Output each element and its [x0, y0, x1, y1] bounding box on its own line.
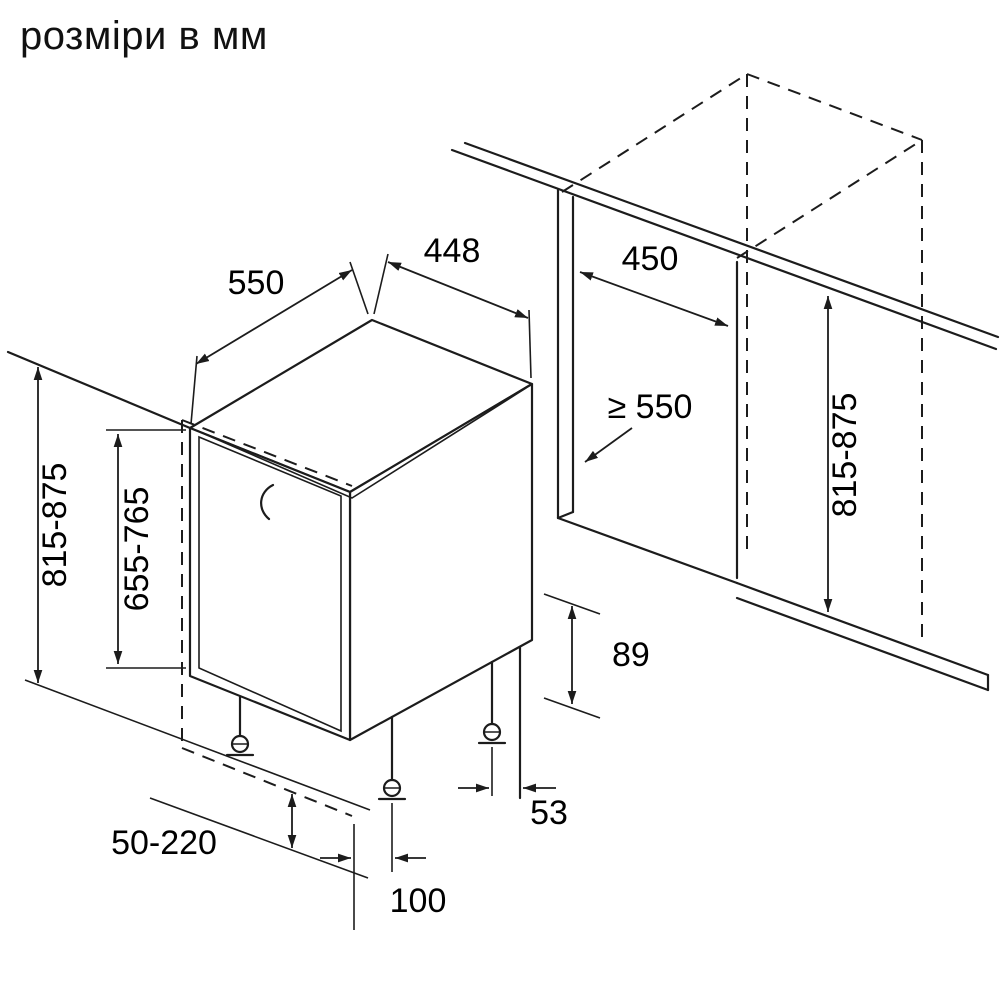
dimension-base-height: 89 [543, 593, 650, 719]
dimension-appliance-depth: 550 [190, 261, 369, 425]
dimension-niche-width: 450 [579, 240, 729, 327]
countertop-edge [6, 141, 1000, 430]
floor-lines [24, 679, 371, 879]
adjustable-foot [225, 695, 255, 757]
dimension-niche-height: 815-875 [823, 296, 864, 612]
dimension-foot-zone-depth: 100 [320, 803, 446, 930]
dishwasher-door [188, 426, 352, 742]
dim-label-appliance-width: 448 [424, 232, 481, 270]
dim-label-plinth-recess: 50-220 [111, 824, 217, 862]
dim-label-niche-height: 815-875 [826, 393, 864, 518]
furniture-door-outline [181, 419, 353, 817]
dim-label-appliance-depth: 550 [228, 264, 285, 302]
adjustable-foot [377, 715, 407, 801]
dimension-side-offset: 53 [458, 747, 568, 832]
dimension-plinth-recess: 50-220 [111, 794, 297, 862]
dim-label-foot-zone-depth: 100 [390, 882, 447, 920]
dim-label-appliance-height: 815-875 [36, 463, 74, 588]
dim-label-door-height: 655-765 [118, 487, 156, 612]
niche-structure [518, 188, 990, 800]
dim-label-base-height: 89 [612, 636, 650, 674]
dim-label-niche-width: 450 [622, 240, 679, 278]
dishwasher [188, 318, 534, 801]
dim-label-niche-depth: ≥ 550 [608, 388, 693, 426]
dimension-door-height: 655-765 [106, 429, 186, 669]
dimension-appliance-width: 448 [373, 232, 532, 379]
dimension-niche-depth: ≥ 550 [584, 388, 693, 463]
dim-label-side-offset: 53 [530, 794, 568, 832]
niche-hidden-edges [561, 73, 923, 645]
adjustable-foot [477, 660, 507, 745]
dimension-appliance-height: 815-875 [33, 367, 74, 683]
door-handle-icon [260, 483, 275, 521]
page-title: розміри в мм [20, 14, 268, 58]
